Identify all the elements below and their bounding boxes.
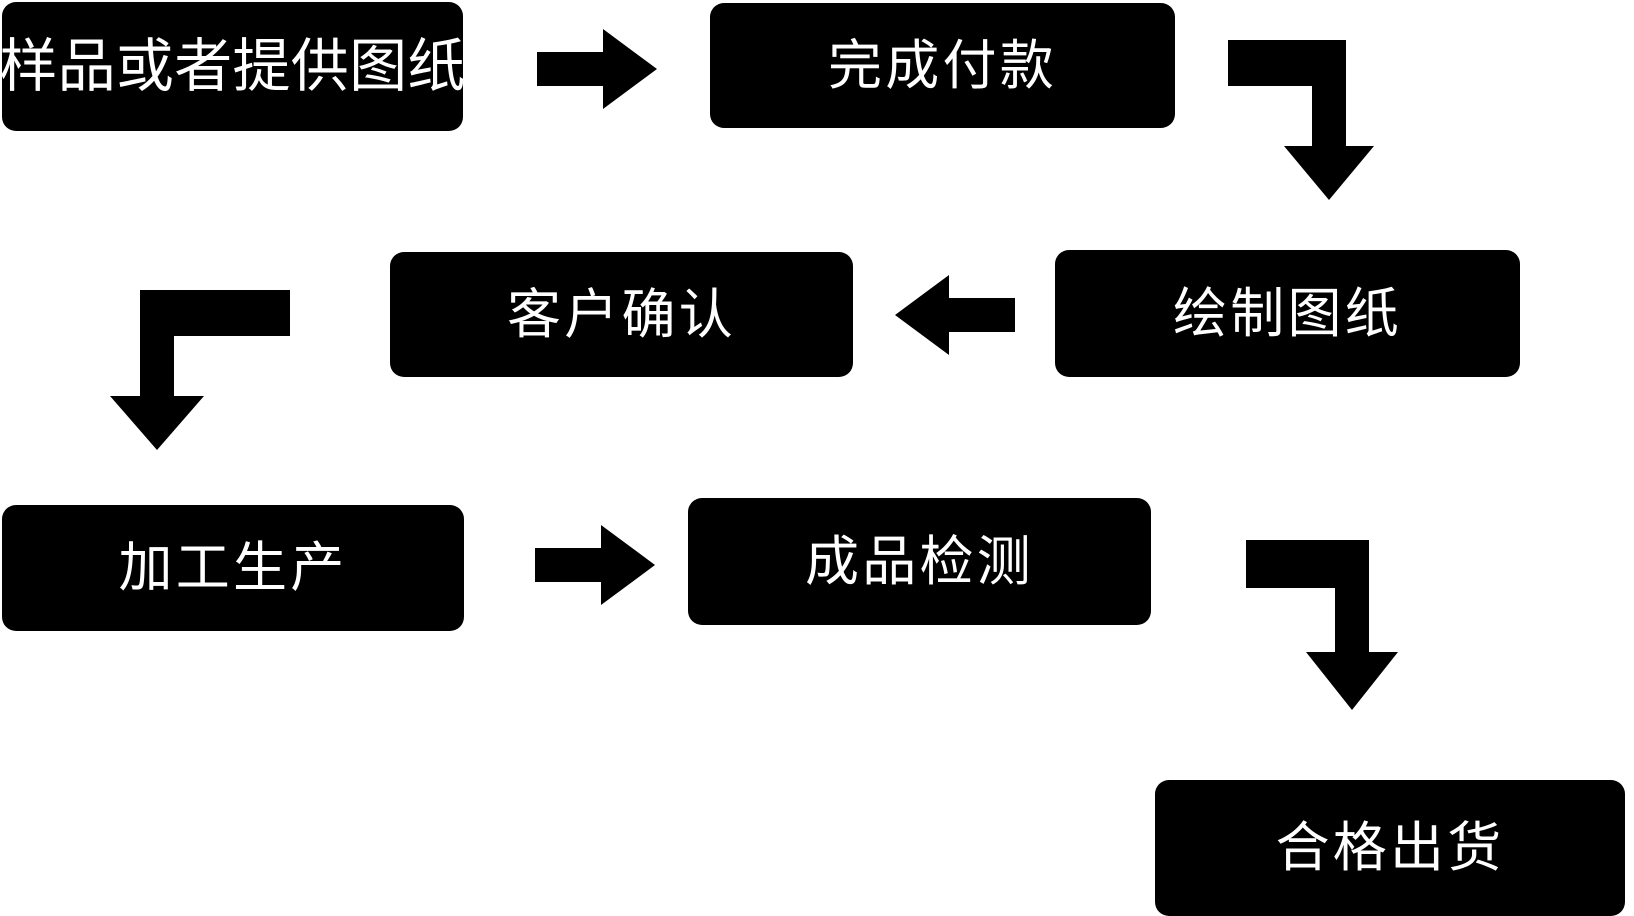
arrow-left-icon (895, 275, 1015, 355)
flow-node-label: 完成付款 (828, 35, 1057, 96)
connector-sample-to-payment (537, 29, 657, 109)
flow-node-label: 合格出货 (1275, 818, 1505, 878)
flow-node-sample-or-drawing[interactable]: 样品或者提供图纸 (0, 2, 466, 131)
arrow-elbow-left-down-icon (110, 290, 290, 450)
flow-node-draw-drawing[interactable]: 绘制图纸 (1055, 250, 1520, 377)
arrow-elbow-right-down-icon (1228, 40, 1374, 200)
flow-node-label: 加工生产 (118, 538, 348, 598)
arrow-right-icon (535, 525, 655, 605)
connector-drawing-to-confirm (895, 275, 1015, 355)
arrow-elbow-right-down-icon (1246, 540, 1398, 710)
flow-node-complete-payment[interactable]: 完成付款 (710, 3, 1175, 128)
connector-inspection-to-shipment (1246, 540, 1416, 710)
connector-production-to-inspection (535, 525, 655, 605)
connector-payment-to-drawing (1228, 40, 1388, 200)
flow-node-customer-confirm[interactable]: 客户确认 (390, 252, 853, 377)
flow-node-label: 成品检测 (805, 531, 1034, 592)
flow-node-label: 客户确认 (507, 284, 736, 345)
flow-node-finished-inspection[interactable]: 成品检测 (688, 498, 1151, 625)
flow-node-label: 绘制图纸 (1173, 283, 1402, 344)
connector-confirm-to-production (110, 290, 290, 450)
arrow-right-icon (537, 29, 657, 109)
flow-node-qualified-shipment[interactable]: 合格出货 (1155, 780, 1625, 916)
flow-node-label: 样品或者提供图纸 (0, 33, 466, 99)
flow-node-processing-production[interactable]: 加工生产 (2, 505, 464, 631)
